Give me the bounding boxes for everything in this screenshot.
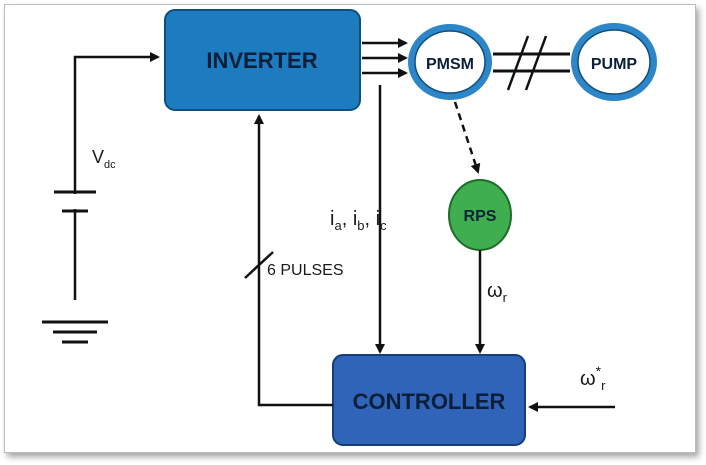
pump-disk (577, 29, 651, 95)
inverter-block: INVERTER (164, 9, 361, 111)
omega-ref-label: ω*r (580, 363, 606, 393)
battery-gap (60, 194, 90, 209)
rps-label: RPS (464, 208, 497, 225)
shaft-slash-1 (506, 35, 530, 91)
shaft-slash-2 (524, 35, 548, 91)
dc-supply-line (73, 52, 160, 300)
inverter-label: INVERTER (206, 48, 317, 73)
phase-lines (362, 38, 408, 78)
rps-block: RPS (448, 179, 512, 251)
gate-pulses-line (254, 114, 333, 407)
currents-label: ia, ib, ic (330, 208, 387, 233)
pump-block: PUMP (571, 23, 657, 101)
pmsm-block: PMSM (408, 24, 492, 100)
pulses-slash (244, 251, 274, 279)
controller-label: CONTROLLER (353, 389, 506, 414)
controller-block: CONTROLLER (332, 354, 526, 446)
mechanical-shaft (493, 35, 570, 91)
pmsm-label: PMSM (426, 56, 474, 73)
pulses-label: 6 PULSES (267, 262, 343, 279)
omega-r-label: ωr (487, 280, 508, 305)
controller-box (332, 354, 526, 446)
pmsm-disk (414, 30, 486, 94)
position-sense-arrow (453, 101, 481, 174)
vdc-label: Vdc (92, 147, 116, 171)
dc-supply: Vdc (42, 52, 160, 344)
inverter-box (164, 9, 361, 111)
pump-label: PUMP (591, 56, 638, 73)
